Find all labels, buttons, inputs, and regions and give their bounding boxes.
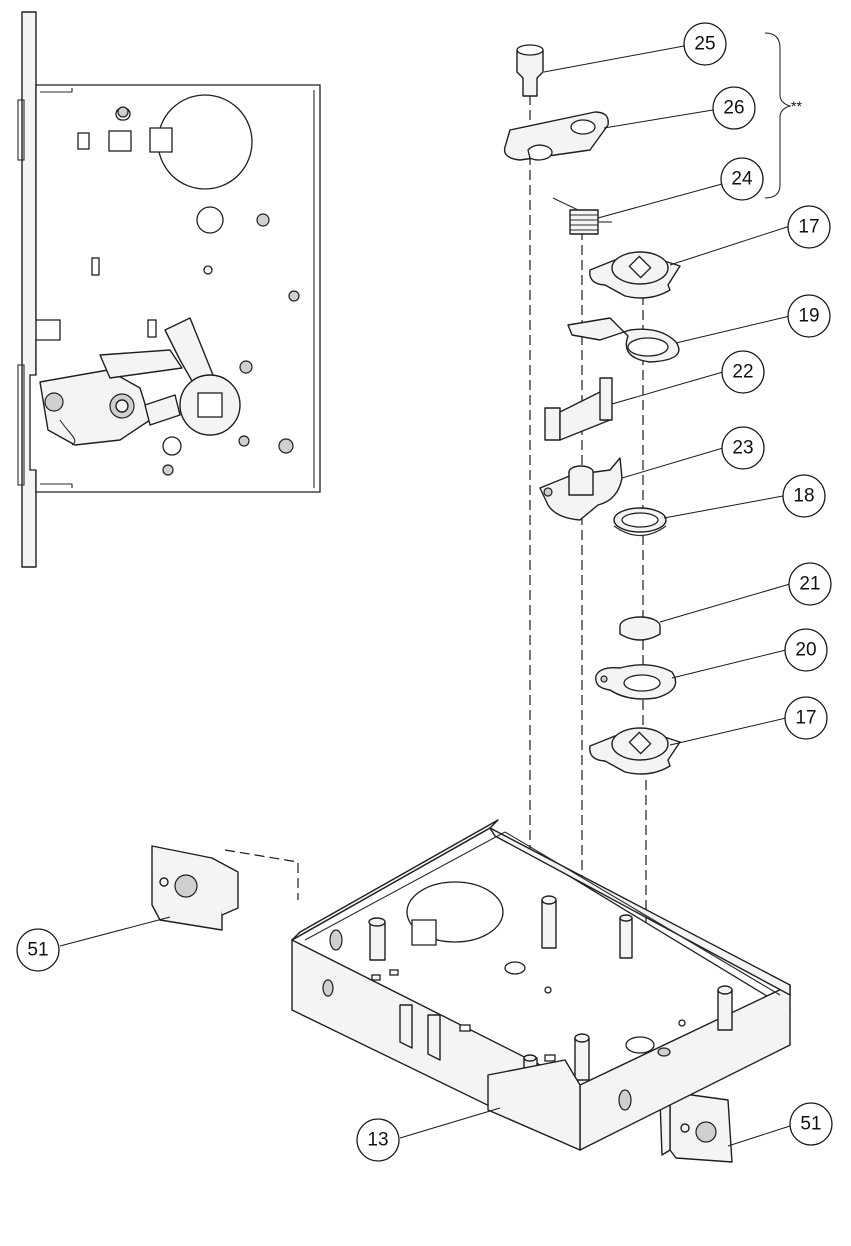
bracket: [764, 32, 792, 199]
callout-18: 18: [782, 474, 826, 518]
callout-label: 23: [732, 438, 753, 459]
callout-20: 20: [784, 628, 828, 672]
callout-label: 51: [800, 1114, 821, 1135]
case-posts: [368, 895, 733, 1089]
callout-label: 25: [694, 34, 715, 55]
part-case: [290, 819, 792, 1151]
part-cover-plate: [503, 111, 609, 161]
rivet: [288, 290, 300, 302]
case-edge-lines: [40, 88, 73, 488]
callout-51-left: 51: [16, 928, 60, 972]
pivot: [44, 392, 64, 412]
part-disc: [619, 616, 661, 641]
callout-22: 22: [721, 350, 765, 394]
slot: [147, 319, 157, 338]
callout-19: 19: [787, 294, 831, 338]
hole: [162, 436, 182, 456]
tail-piece: [144, 394, 181, 426]
hub-key: [149, 127, 173, 153]
callout-label: 22: [732, 362, 753, 383]
slot: [108, 130, 132, 152]
rivet: [238, 435, 250, 447]
callout-label: 17: [795, 708, 816, 729]
callout-label: 19: [798, 306, 819, 327]
rivet: [256, 213, 270, 227]
faceplate-tab: [17, 99, 25, 161]
case-rear-lip: [291, 819, 499, 941]
callout-23: 23: [721, 426, 765, 470]
callout-51-right: 51: [789, 1102, 833, 1146]
spring: [59, 419, 76, 446]
hub-square: [197, 392, 223, 418]
callout-25: 25: [683, 22, 727, 66]
part-hub-bottom: [589, 727, 681, 775]
faceplate-tab: [17, 364, 25, 486]
part-ring: [613, 507, 667, 537]
part-insert-left: [151, 845, 239, 931]
callout-24: 24: [720, 157, 764, 201]
part-hub-top: [589, 251, 681, 299]
link-bar: [99, 349, 183, 379]
pivot-center: [115, 399, 129, 413]
callout-26: 26: [712, 86, 756, 130]
callout-label: 51: [27, 940, 48, 961]
slot: [77, 132, 90, 150]
callout-label: 26: [723, 98, 744, 119]
callout-label: 18: [793, 486, 814, 507]
part-cam: [539, 457, 623, 521]
callout-21: 21: [788, 562, 832, 606]
part-clip: [544, 377, 613, 441]
callout-13: 13: [356, 1118, 400, 1162]
callout-17-bottom: 17: [784, 696, 828, 740]
part-lever-washer: [567, 317, 680, 363]
part-torsion-spring: [552, 197, 612, 235]
assembled-lock-body: [17, 11, 321, 568]
rivet: [278, 438, 294, 454]
callout-label: 24: [731, 169, 753, 190]
callout-label: 21: [799, 574, 820, 595]
part-tab-washer: [595, 664, 677, 700]
hole: [196, 206, 224, 234]
callout-label: 20: [795, 640, 816, 661]
leader-lines: [59, 45, 791, 1147]
left-insert-axis: [224, 849, 299, 900]
part-screw: [516, 44, 544, 97]
rivet: [239, 360, 253, 374]
callout-label: 17: [798, 217, 819, 238]
slot: [91, 257, 100, 276]
part-insert-right: [659, 1091, 733, 1163]
bracket-note: **: [791, 98, 802, 114]
rivet: [117, 106, 129, 118]
callout-label: 13: [367, 1130, 388, 1151]
hole: [203, 265, 213, 275]
rivet: [162, 464, 174, 476]
callout-17-top: 17: [787, 205, 831, 249]
